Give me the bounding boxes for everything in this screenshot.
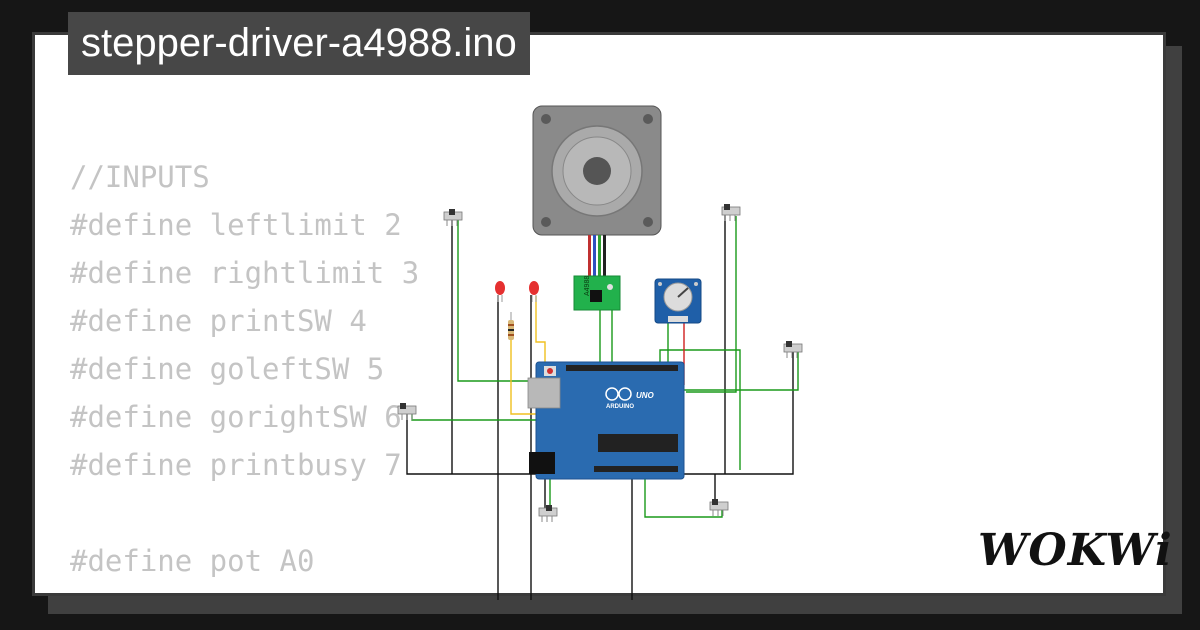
slide-switch-icon — [721, 204, 741, 221]
led-icon — [495, 281, 505, 302]
sketch-title: stepper-driver-a4988.ino — [68, 12, 530, 75]
slide-switch-icon — [783, 341, 803, 358]
code-line: #define pot A0 — [70, 544, 315, 578]
code-line: #define printSW 4 — [70, 304, 367, 338]
a4988-driver-icon: A4988 — [573, 275, 621, 311]
code-preview: //INPUTS #define leftlimit 2 #define right… — [70, 153, 419, 585]
code-line: #define gorightSW 6 — [70, 400, 402, 434]
slide-switch-icon — [538, 505, 558, 522]
driver-label: A4988 — [584, 276, 591, 296]
stepper-motor-icon — [532, 105, 662, 277]
arduino-model-label: UNO — [636, 391, 655, 400]
slide-switch-icon — [709, 499, 729, 516]
code-line: #define goleftSW 5 — [70, 352, 385, 386]
code-line: //INPUTS — [70, 160, 210, 194]
code-line: #define printbusy 7 — [70, 448, 402, 482]
ground-wires — [406, 213, 794, 600]
resistor-icon — [508, 312, 514, 340]
wokwi-logo: WOKWi — [978, 525, 1173, 576]
led-icon — [529, 281, 539, 302]
code-line: #define leftlimit 2 — [70, 208, 402, 242]
slide-switch-icon — [443, 209, 463, 226]
code-line: #define rightlimit 3 — [70, 256, 420, 290]
arduino-brand-label: ARDUINO — [606, 404, 634, 410]
arduino-uno-icon: ARDUINO UNO — [527, 361, 685, 480]
slide-switch-icon — [397, 403, 417, 420]
potentiometer-icon — [654, 278, 702, 324]
